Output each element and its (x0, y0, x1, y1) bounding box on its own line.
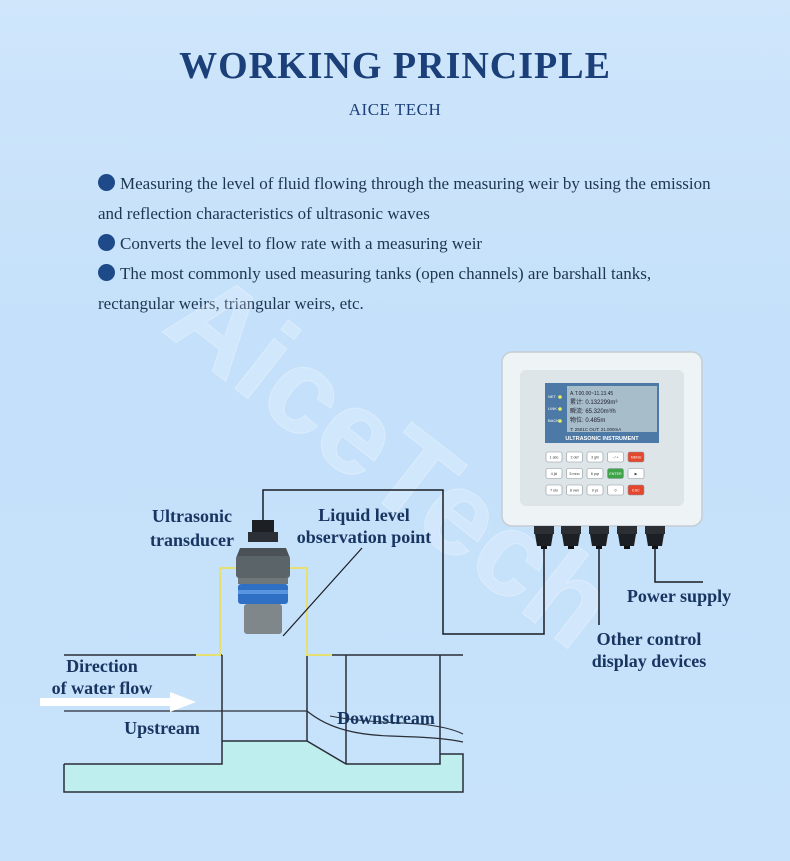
keypad-key: 9 yz (586, 484, 604, 496)
keypad-key: 8 vwx (566, 484, 583, 496)
keypad-key: ENTER (607, 468, 624, 479)
keypad-key: 4 jkl (545, 468, 563, 479)
keypad-key: - / + (607, 451, 624, 463)
direction-label-line1: Direction (66, 656, 138, 676)
cable-glands (534, 526, 665, 549)
transducer-label-line2: transducer (150, 530, 234, 550)
keypad-key-label: 1 abc (550, 456, 559, 460)
keypad-key: MENU (627, 451, 645, 463)
other-devices-label-line2: display devices (592, 651, 707, 671)
keypad-key-label: 7 stu (550, 489, 558, 493)
keypad-key-label: ESC (632, 489, 640, 493)
upstream-label: Upstream (124, 718, 200, 738)
keypad-key: ESC (627, 484, 645, 496)
keypad-key: 6 pqr (586, 468, 604, 479)
principle-item: Converts the level to flow rate with a m… (98, 229, 718, 259)
water-body (64, 741, 463, 792)
other-devices-label-line1: Other control (597, 629, 702, 649)
principle-item: Measuring the level of fluid flowing thr… (98, 169, 718, 229)
channel-outline (63, 753, 464, 793)
keypad-key-label: 5 mno (570, 472, 580, 476)
keypad-key-label: MENU (631, 456, 642, 460)
instrument-brand: ULTRASONIC INSTRUMENT (565, 436, 639, 442)
transducer-label-line1: Ultrasonic (152, 506, 232, 526)
keypad-key: 3 ghi (586, 451, 604, 463)
cable-gland (561, 526, 581, 549)
bullet-icon (98, 234, 115, 251)
page-title: WORKING PRINCIPLE (179, 45, 611, 87)
ultrasonic-transducer (236, 520, 290, 634)
principle-item: The most commonly used measuring tanks (… (98, 259, 718, 319)
downstream-surface (329, 715, 464, 735)
cable-gland (589, 526, 609, 549)
principle-text: Measuring the level of fluid flowing thr… (98, 174, 711, 223)
bullet-icon (98, 174, 115, 191)
screen-row: 累计: 0.132299m³ (570, 398, 617, 406)
back-led-icon (558, 419, 562, 423)
principle-text: Converts the level to flow rate with a m… (120, 234, 483, 253)
screen-row: 瞬流: 65.320m³/h (570, 407, 616, 415)
keypad-key: 7 stu (545, 484, 563, 496)
keypad-key: 1 abc (545, 451, 563, 463)
keypad-key-label: 3 ghi (591, 456, 599, 460)
keypad-key-label: 0 (615, 489, 617, 493)
nappe-curve (306, 710, 464, 743)
keypad-key: 2 def (566, 451, 583, 463)
screen-row: T: 2501C OUT: 21.000mA (570, 427, 621, 432)
observation-label-line1: Liquid level (318, 505, 410, 525)
ultrasonic-instrument: A.T.00.00~11.13.45 累计: 0.132299m³ 瞬流: 65… (501, 351, 703, 527)
net-led-icon (558, 395, 562, 399)
downstream-label: Downstream (337, 708, 435, 728)
keypad-key-label: - / + (612, 456, 618, 460)
screen-row: A.T.00.00~11.13.45 (570, 391, 613, 397)
principle-text: The most commonly used measuring tanks (… (98, 264, 652, 313)
principle-list: Measuring the level of fluid flowing thr… (98, 169, 718, 319)
power-cable (654, 548, 703, 583)
indicator-label: NET (548, 394, 557, 399)
keypad-key-label: ENTER (609, 472, 622, 476)
cable-gland (645, 526, 665, 549)
cable-gland (534, 526, 554, 549)
keypad-key-label: 6 pqr (591, 472, 600, 476)
indicator-label: BACK (548, 418, 559, 423)
page-subtitle: AICE TECH (348, 100, 442, 119)
keypad-key-label: 8 vwx (570, 489, 579, 493)
flow-arrow-icon (40, 692, 196, 712)
keypad-key: 5 mno (566, 468, 583, 479)
keypad-key-label: 9 yz (592, 489, 599, 493)
observation-pointer (282, 547, 363, 637)
indicator-label: LINK (548, 406, 557, 411)
observation-label-line2: observation point (297, 527, 432, 547)
instrument-screen (567, 386, 657, 432)
bullet-icon (98, 264, 115, 281)
cable-gland (617, 526, 637, 549)
weir-profile (64, 655, 441, 765)
keypad-key-label: 4 jkl (551, 472, 558, 476)
screen-row: 物位: 0.485m (570, 416, 605, 424)
power-supply-label: Power supply (627, 586, 731, 606)
keypad-key-label: ▶ (635, 472, 639, 476)
keypad-key: 0 (607, 484, 624, 496)
link-led-icon (558, 407, 562, 411)
transducer-cable (262, 489, 545, 635)
direction-label-line2: of water flow (52, 678, 153, 698)
keypad-key: ▶ (627, 468, 645, 479)
keypad-key-label: 2 def (571, 456, 579, 460)
